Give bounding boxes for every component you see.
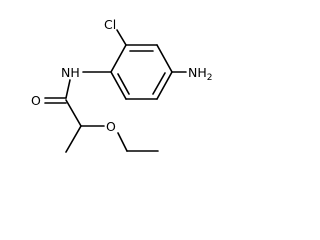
bond-n-to-carbonyl-c [65, 79, 71, 99]
amino-label-subscript: 2 [207, 73, 213, 83]
amino-label-main: NH [188, 65, 207, 80]
carbonyl-oxygen-label: O [31, 93, 41, 108]
ring-bond-c6-c1 [110, 71, 127, 100]
ether-oxygen-label: O [106, 119, 116, 134]
bond-carbonyl-to-ch [65, 99, 82, 127]
bond-ring-to-chlorine [116, 29, 127, 46]
ring-bond-c3-c4 [156, 44, 173, 73]
chlorine-label: Cl [104, 17, 116, 32]
ring-double-c4-c5 [152, 72, 166, 95]
ring-bond-c4-c5 [156, 71, 173, 100]
benzene-ring [110, 44, 173, 100]
structure-canvas: Cl NH2 NH O O [31, 17, 212, 153]
ring-bond-c1-c2 [110, 44, 127, 73]
ring-double-c6-c1 [117, 73, 130, 95]
amino-label: NH2 [188, 65, 212, 83]
bond-ether-o-to-ch2 [117, 132, 128, 152]
amide-nh-label: NH [61, 65, 80, 80]
bond-ch-to-methyl [65, 125, 82, 153]
